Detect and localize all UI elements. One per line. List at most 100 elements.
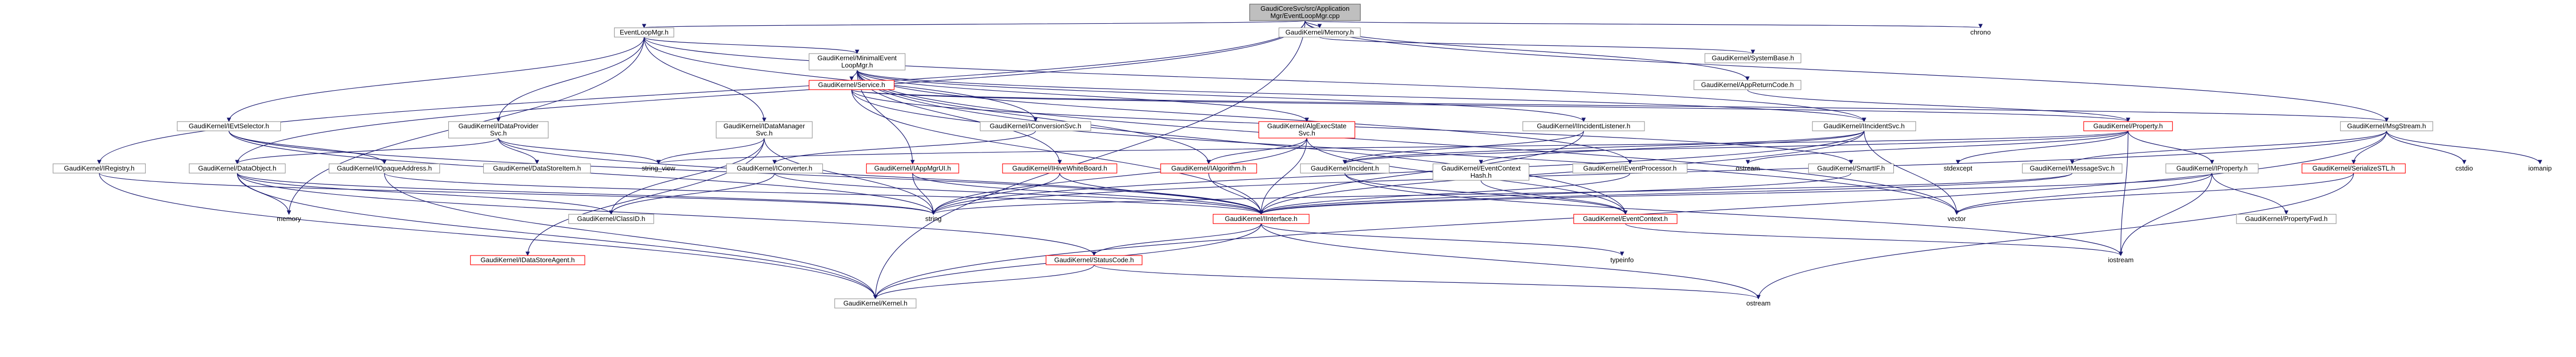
edge-incident-to-eventcontext bbox=[1344, 173, 1628, 215]
node-smartif[interactable]: GaudiKernel/SmartIF.h bbox=[1808, 163, 1894, 174]
node-eventcontext[interactable]: GaudiKernel/EventContext.h bbox=[1573, 214, 1677, 224]
edge-iinterface-to-typeinfo bbox=[1261, 223, 1624, 256]
node-converter[interactable]: GaudiKernel/IConverter.h bbox=[726, 163, 823, 174]
edge-service-to-property_red bbox=[851, 89, 2130, 122]
edge-minimal-to-incidentsvc bbox=[857, 70, 1867, 122]
node-typeinfo[interactable]: typeinfo bbox=[1611, 256, 1634, 264]
node-label-ostream2: ostream bbox=[1747, 299, 1771, 307]
edge-msgsvc-to-iinterface bbox=[1259, 173, 2073, 215]
node-iostream[interactable]: iostream bbox=[2108, 256, 2133, 264]
edge-eventloopmgr-to-minimal bbox=[643, 37, 859, 54]
node-opaqueaddr[interactable]: GaudiKernel/IOpaqueAddress.h bbox=[329, 163, 440, 174]
node-incidentlistener[interactable]: GaudiKernel/IIncidentListener.h bbox=[1522, 121, 1645, 131]
node-eventprocessor[interactable]: GaudiKernel/IEventProcessor.h bbox=[1572, 163, 1688, 174]
node-box-conversionsvc bbox=[979, 121, 1091, 131]
node-vector[interactable]: vector bbox=[1947, 215, 1966, 223]
node-msgstream[interactable]: GaudiKernel/MsgStream.h bbox=[2340, 121, 2433, 131]
node-property_red[interactable]: GaudiKernel/Property.h bbox=[2083, 121, 2173, 131]
node-evtsel[interactable]: GaudiKernel/IEvtSelector.h bbox=[177, 121, 281, 131]
node-ostream[interactable]: ostream bbox=[1736, 164, 1760, 172]
node-chrono[interactable]: chrono bbox=[1970, 28, 1991, 36]
node-appmgrui[interactable]: GaudiKernel/IAppMgrUI.h bbox=[866, 163, 959, 174]
node-ialgorithm[interactable]: GaudiKernel/IAlgorithm.h bbox=[1160, 163, 1257, 174]
edge-converter-to-iinterface bbox=[774, 173, 1263, 215]
edge-dataprovider-to-dataobject bbox=[235, 138, 499, 164]
node-label-dataprovider: Svc.h bbox=[490, 129, 507, 137]
node-box-msgstream bbox=[2340, 121, 2433, 131]
edge-dataobject-to-classid bbox=[236, 173, 614, 215]
node-box-minimal bbox=[808, 53, 906, 71]
node-label-eventcontexthash: GaudiKernel/EventContext bbox=[1442, 164, 1521, 172]
edge-incidentsvc-to-eventcontexthash bbox=[1479, 130, 1865, 164]
node-label-evtsel: GaudiKernel/IEvtSelector.h bbox=[189, 122, 269, 130]
node-label-incident: GaudiKernel/Incident.h bbox=[1311, 164, 1379, 172]
edge-opaqueaddr-to-kernel bbox=[384, 173, 878, 299]
node-label-chrono: chrono bbox=[1970, 28, 1991, 36]
node-box-dataprovider bbox=[448, 121, 549, 139]
node-statuscode[interactable]: GaudiKernel/StatusCode.h bbox=[1045, 255, 1143, 265]
node-datastoreitem[interactable]: GaudiKernel/DataStoreItem.h bbox=[483, 163, 591, 174]
node-propertyfwd[interactable]: GaudiKernel/PropertyFwd.h bbox=[2236, 214, 2337, 224]
edge-serializestl-to-vector bbox=[1954, 173, 2354, 215]
node-classid[interactable]: GaudiKernel/ClassID.h bbox=[568, 214, 654, 224]
node-conversionsvc[interactable]: GaudiKernel/IConversionSvc.h bbox=[979, 121, 1091, 131]
edge-datamanager-to-string_view bbox=[656, 138, 765, 164]
node-msgsvc[interactable]: GaudiKernel/IMessageSvc.h bbox=[2022, 163, 2123, 174]
edge-conversionsvc-to-converter bbox=[772, 130, 1036, 164]
node-label-property_red: GaudiKernel/Property.h bbox=[2093, 122, 2163, 130]
node-box-incidentlistener bbox=[1522, 121, 1645, 131]
node-box-msgsvc bbox=[2022, 163, 2123, 174]
node-iinterface[interactable]: GaudiKernel/IInterface.h bbox=[1213, 214, 1310, 224]
node-cstdio[interactable]: cstdio bbox=[2455, 164, 2473, 172]
node-incidentsvc[interactable]: GaudiKernel/IIncidentSvc.h bbox=[1812, 121, 1917, 131]
node-label-property2: GaudiKernel/IProperty.h bbox=[2176, 164, 2248, 172]
node-incident[interactable]: GaudiKernel/Incident.h bbox=[1300, 163, 1390, 174]
node-label-algexecstate: Svc.h bbox=[1298, 129, 1315, 137]
node-stdexcept[interactable]: stdexcept bbox=[1944, 164, 1973, 172]
node-label-eventloopmgr: EventLoopMgr.h bbox=[620, 28, 669, 36]
edge-property_red-to-string_view bbox=[656, 130, 2129, 164]
node-label-kernel: GaudiKernel/Kernel.h bbox=[843, 299, 907, 307]
edge-dataprovider-to-datastoreitem bbox=[498, 138, 539, 164]
node-dataobject[interactable]: GaudiKernel/DataObject.h bbox=[189, 163, 286, 174]
node-serializestl[interactable]: GaudiKernel/SerializeSTL.h bbox=[2301, 163, 2406, 174]
node-label-incidentlistener: GaudiKernel/IIncidentListener.h bbox=[1537, 122, 1630, 130]
node-kernel[interactable]: GaudiKernel/Kernel.h bbox=[834, 298, 917, 309]
node-registry[interactable]: GaudiKernel/IRegistry.h bbox=[53, 163, 146, 174]
node-box-incidentsvc bbox=[1812, 121, 1917, 131]
node-root: GaudiCoreSvc/src/ApplicationMgr/EventLoo… bbox=[1249, 4, 1361, 21]
node-string_view[interactable]: string_view bbox=[642, 164, 676, 172]
edge-minimal-to-eventprocessor bbox=[857, 70, 1632, 164]
edge-incidentsvc-to-string bbox=[931, 130, 1865, 215]
edge-algexecstate-to-ialgorithm bbox=[1206, 138, 1308, 164]
node-box-appreturncode bbox=[1693, 80, 1802, 90]
edge-eventprocessor-to-iinterface bbox=[1259, 173, 1631, 215]
node-memory_h[interactable]: GaudiKernel/Memory.h bbox=[1278, 27, 1361, 38]
node-systembase[interactable]: GaudiKernel/SystemBase.h bbox=[1704, 53, 1802, 63]
edge-appmgrui-to-iinterface bbox=[912, 173, 1263, 215]
edge-service-to-iinterface bbox=[851, 89, 1263, 215]
node-service[interactable]: GaudiKernel/Service.h bbox=[808, 80, 895, 90]
node-appreturncode[interactable]: GaudiKernel/AppReturnCode.h bbox=[1693, 80, 1802, 90]
node-label-dataprovider: GaudiKernel/IDataProvider bbox=[459, 122, 539, 130]
node-label-propertyfwd: GaudiKernel/PropertyFwd.h bbox=[2245, 215, 2327, 223]
node-eventloopmgr[interactable]: EventLoopMgr.h bbox=[614, 27, 674, 38]
node-label-msgstream: GaudiKernel/MsgStream.h bbox=[2347, 122, 2426, 130]
edge-incidentlistener-to-iinterface bbox=[1259, 130, 1584, 215]
node-memory[interactable]: memory bbox=[277, 215, 301, 223]
node-label-eventcontext: GaudiKernel/EventContext.h bbox=[1583, 215, 1668, 223]
node-hivewb[interactable]: GaudiKernel/IHiveWhiteBoard.h bbox=[1002, 163, 1117, 174]
node-datastoreagent[interactable]: GaudiKernel/IDataStoreAgent.h bbox=[470, 255, 585, 265]
node-label-iinterface: GaudiKernel/IInterface.h bbox=[1225, 215, 1297, 223]
node-string[interactable]: string bbox=[925, 215, 942, 223]
edge-property_red-to-ostream bbox=[1745, 130, 2129, 164]
node-ostream2[interactable]: ostream bbox=[1747, 299, 1771, 307]
node-iomanip[interactable]: iomanip bbox=[2528, 164, 2552, 172]
node-box-serializestl bbox=[2301, 163, 2406, 174]
node-property2[interactable]: GaudiKernel/IProperty.h bbox=[2165, 163, 2259, 174]
